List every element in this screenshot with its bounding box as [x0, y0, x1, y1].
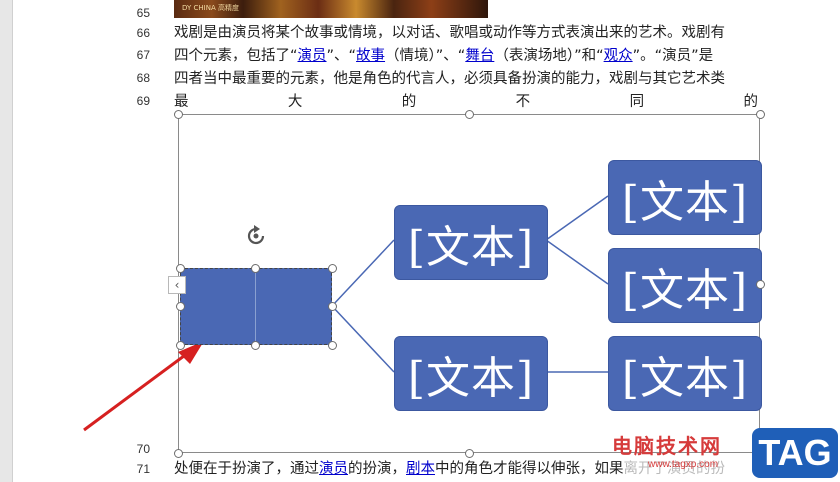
paragraph-line: 戏剧是由演员将某个故事或情境，以对话、歌唱或动作等方式表演出来的艺术。戏剧有 [174, 25, 725, 41]
frame-resize-handle[interactable] [465, 110, 474, 119]
text-run: ”。“演员”是 [632, 48, 714, 64]
text-run: 离开了演员的扮 [623, 461, 726, 477]
watermark-url: www.tagxp.com [648, 459, 719, 470]
connector-line [331, 239, 395, 307]
shape-resize-handle[interactable] [328, 264, 337, 273]
hyperlink-actor[interactable]: 演员 [319, 461, 348, 477]
frame-resize-handle[interactable] [465, 449, 474, 458]
paragraph-line: 四个元素，包括了“演员”、“故事（情境）”、“舞台（表演场地）”和“观众”。“演… [174, 46, 758, 66]
text-char: 不 [515, 94, 531, 110]
smartart-node-level2[interactable]: [文本] [608, 160, 762, 235]
text-pane-toggle-button[interactable]: ‹ [168, 276, 186, 294]
shape-resize-handle[interactable] [328, 302, 337, 311]
text-run: 的扮演， [348, 461, 406, 477]
annotation-arrow [83, 341, 204, 432]
text-char: 大 [287, 94, 303, 110]
embedded-image[interactable]: DY CHINA 高精度 [174, 0, 488, 18]
shape-resize-handle[interactable] [176, 302, 185, 311]
smartart-node-level1[interactable]: [文本] [394, 336, 548, 411]
text-char: 最 [174, 94, 189, 110]
hyperlink-story[interactable]: 故事 [356, 48, 386, 64]
line-number: 68 [136, 71, 150, 85]
line-number: 66 [136, 26, 150, 40]
text-run: 处便在于扮演了，通过 [174, 461, 319, 477]
line-number: 70 [136, 442, 150, 456]
text-run: 四个元素，包括了“ [174, 48, 298, 64]
image-caption: DY CHINA 高精度 [182, 4, 239, 12]
smartart-node-level1[interactable]: [文本] [394, 205, 548, 280]
paragraph-line: 四者当中最重要的元素，他是角色的代言人，必须具备扮演的能力，戏剧与其它艺术类 [174, 71, 725, 87]
paragraph-line: 处便在于扮演了，通过演员的扮演，剧本中的角色才能得以伸张，如果离开了演员的扮 [174, 459, 758, 479]
frame-resize-handle[interactable] [174, 449, 183, 458]
smartart-root-shape[interactable] [180, 268, 332, 345]
text-run: （情境）”、“ [385, 48, 466, 64]
shape-resize-handle[interactable] [251, 341, 260, 350]
text-char: 的 [743, 94, 758, 110]
rotate-icon[interactable] [244, 224, 268, 248]
shape-resize-handle[interactable] [251, 264, 260, 273]
paragraph-line-justified: 最 大 的 不 同 的 [174, 92, 758, 112]
line-number: 71 [136, 462, 150, 476]
text-run: ”、“ [326, 48, 357, 64]
shape-resize-handle[interactable] [176, 264, 185, 273]
line-number: 67 [136, 48, 150, 62]
frame-resize-handle[interactable] [756, 280, 765, 289]
line-number: 69 [136, 94, 150, 108]
text-run: （表演场地）”和“ [494, 48, 604, 64]
frame-resize-handle[interactable] [756, 110, 765, 119]
hyperlink-script[interactable]: 剧本 [406, 461, 435, 477]
connector-line [545, 239, 609, 285]
left-gutter [0, 0, 13, 482]
smartart-node-level2[interactable]: [文本] [608, 336, 762, 411]
hyperlink-stage[interactable]: 舞台 [465, 48, 495, 64]
hyperlink-audience[interactable]: 观众 [603, 48, 633, 64]
watermark-badge: TAG [752, 428, 838, 478]
root-shape-divider [255, 268, 256, 345]
connector-line [545, 195, 609, 241]
connector-line [331, 305, 395, 373]
smartart-node-level2[interactable]: [文本] [608, 248, 762, 323]
text-run: 中的角色才能得以伸张，如果 [435, 461, 624, 477]
line-number: 65 [136, 6, 150, 20]
watermark-site-name: 电脑技术网 [612, 434, 722, 458]
frame-resize-handle[interactable] [174, 110, 183, 119]
hyperlink-actor[interactable]: 演员 [297, 48, 327, 64]
shape-resize-handle[interactable] [328, 341, 337, 350]
shape-resize-handle[interactable] [176, 341, 185, 350]
text-char: 同 [629, 94, 645, 110]
text-char: 的 [401, 94, 417, 110]
